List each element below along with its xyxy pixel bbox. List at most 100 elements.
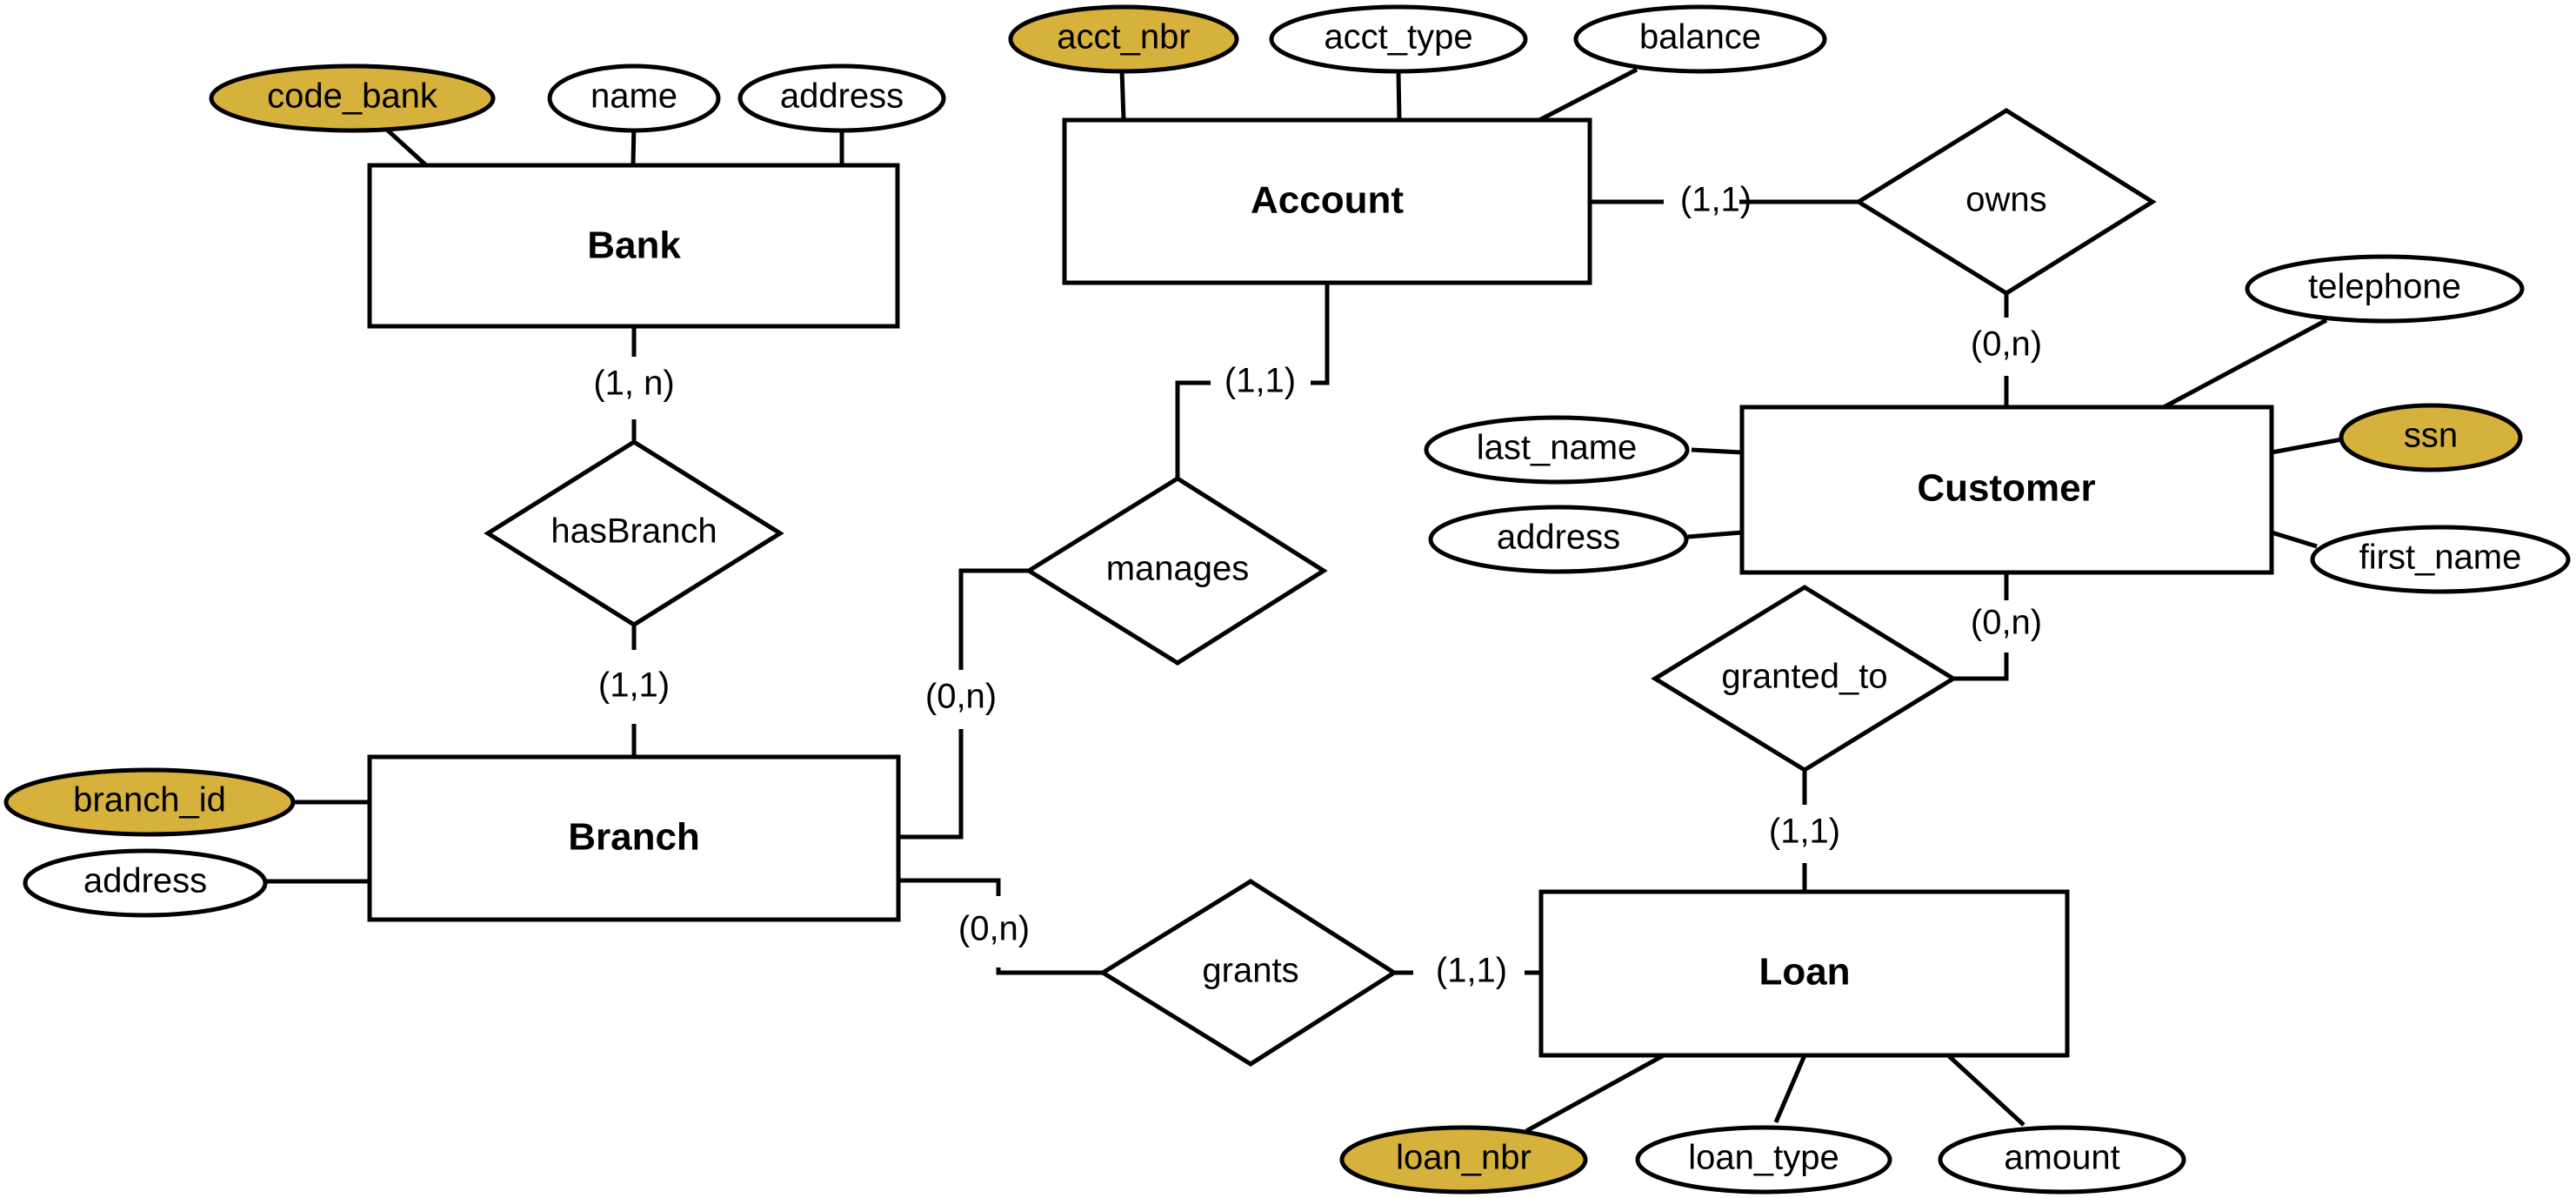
attribute-loan-type-shape[interactable] (1635, 1125, 1892, 1195)
attribute-ssn-label: ssn (2404, 417, 2458, 455)
attribute-loan-type[interactable]: loan_type (1635, 1125, 1892, 1195)
attribute-balance-label: balance (1639, 18, 1761, 57)
entity-customer[interactable]: Customer (1739, 405, 2274, 575)
entity-bank-box[interactable] (367, 163, 900, 329)
entity-account[interactable]: Account (1062, 117, 1592, 285)
attribute-last-name-label: last_name (1477, 429, 1638, 467)
relationship-granted-to-diamond[interactable] (1651, 585, 1958, 773)
attribute-balance-shape[interactable] (1573, 4, 1827, 74)
line-customer-ssn (2271, 437, 2343, 455)
entity-loan-box[interactable] (1538, 889, 2070, 1058)
attribute-bank-name-shape[interactable] (547, 64, 721, 133)
entity-loan-label: Loan (1758, 951, 1850, 994)
cardinality-loan-granted-to: (1,1) (1769, 813, 1840, 851)
attribute-telephone[interactable]: telephone (2245, 254, 2525, 324)
attribute-loan-nbr-label: loan_nbr (1396, 1139, 1532, 1177)
attribute-code-bank[interactable]: code_bank (209, 64, 496, 133)
cardinality-account-owns: (1,1) (1680, 181, 1752, 219)
relationship-hasbranch-diamond[interactable] (484, 439, 784, 627)
relationship-manages[interactable]: manages (1024, 476, 1328, 666)
attribute-amount[interactable]: amount (1938, 1125, 2186, 1195)
attribute-branch-address-label: address (83, 862, 207, 900)
cardinality-labels: (1, n) (1,1) (1,1) (0,n) (1,1) (0,n) (0,… (593, 181, 2042, 990)
attribute-bank-address-shape[interactable] (737, 64, 946, 133)
attribute-branch-address[interactable]: address (23, 848, 268, 918)
relationship-owns-label: owns (1965, 181, 2046, 219)
entity-loan[interactable]: Loan (1538, 889, 2070, 1058)
attribute-ssn[interactable]: ssn (2339, 403, 2523, 472)
attribute-loan-nbr[interactable]: loan_nbr (1339, 1125, 1588, 1195)
attribute-branch-id-label: branch_id (73, 781, 226, 820)
relationship-grants-diamond[interactable] (1098, 879, 1398, 1067)
relationship-owns[interactable]: owns (1854, 108, 2157, 296)
attribute-acct-nbr-label: acct_nbr (1057, 18, 1190, 57)
line-account-manages (1311, 283, 1330, 385)
cardinality-branch-grants: (0,n) (958, 910, 1030, 948)
cardinality-customer-granted-to: (0,n) (1971, 604, 2042, 642)
line-manages-left (958, 568, 1029, 670)
relationship-granted-to-label: granted_to (1721, 658, 1887, 696)
attribute-bank-address-label: address (780, 77, 904, 116)
attribute-bank-address[interactable]: address (737, 64, 946, 133)
line-loan-amount (1946, 1054, 2025, 1127)
entity-branch[interactable]: Branch (367, 754, 901, 922)
entity-bank-label: Bank (587, 224, 681, 267)
entity-bank[interactable]: Bank (367, 163, 900, 329)
attribute-loan-nbr-shape[interactable] (1339, 1125, 1588, 1195)
line-account-acct-type (1396, 71, 1402, 121)
attribute-last-name-shape[interactable] (1424, 415, 1690, 485)
attribute-first-name-shape[interactable] (2310, 525, 2571, 594)
relationship-grants[interactable]: grants (1098, 879, 1398, 1067)
relationship-grants-label: grants (1202, 952, 1298, 990)
entity-branch-box[interactable] (367, 754, 901, 922)
line-account-acct-nbr (1119, 69, 1126, 121)
cardinality-bank-hasbranch: (1, n) (593, 365, 674, 403)
attribute-balance[interactable]: balance (1573, 4, 1827, 74)
attribute-telephone-label: telephone (2308, 268, 2461, 306)
attribute-amount-shape[interactable] (1938, 1125, 2186, 1195)
attribute-branch-id[interactable]: branch_id (3, 767, 296, 837)
connector-lines (265, 67, 2343, 1134)
entity-customer-label: Customer (1917, 467, 2095, 510)
cardinality-loan-grants: (1,1) (1436, 952, 1507, 990)
entity-account-box[interactable] (1062, 117, 1592, 285)
attribute-acct-nbr[interactable]: acct_nbr (1008, 4, 1239, 74)
attribute-code-bank-shape[interactable] (209, 64, 496, 133)
attribute-acct-type-shape[interactable] (1269, 4, 1528, 74)
entity-branch-label: Branch (568, 816, 700, 859)
attribute-telephone-shape[interactable] (2245, 254, 2525, 324)
cardinality-account-manages: (1,1) (1225, 362, 1296, 400)
relationship-manages-diamond[interactable] (1024, 476, 1328, 666)
line-branch-manages (898, 729, 964, 840)
attribute-ssn-shape[interactable] (2339, 403, 2523, 472)
attribute-acct-type-label: acct_type (1324, 18, 1472, 57)
attribute-acct-type[interactable]: acct_type (1269, 4, 1528, 74)
relationship-granted-to[interactable]: granted_to (1651, 585, 1958, 773)
attribute-amount-label: amount (2004, 1139, 2119, 1177)
attribute-last-name[interactable]: last_name (1424, 415, 1690, 485)
attribute-code-bank-label: code_bank (267, 77, 438, 116)
entity-customer-box[interactable] (1739, 405, 2274, 575)
relationship-owns-diamond[interactable] (1854, 108, 2157, 296)
entity-account-label: Account (1251, 179, 1404, 222)
attribute-acct-nbr-shape[interactable] (1008, 4, 1239, 74)
line-customer-telephone (2162, 318, 2328, 410)
attribute-branch-id-shape[interactable] (3, 767, 296, 837)
attribute-branch-address-shape[interactable] (23, 848, 268, 918)
line-loan-loan-type (1773, 1054, 1807, 1123)
line-manages-card (1175, 380, 1211, 479)
line-granted-to-right (1953, 653, 2009, 681)
attribute-customer-address-label: address (1497, 519, 1620, 557)
line-loan-loan-nbr (1525, 1053, 1665, 1134)
cardinality-branch-manages: (0,n) (925, 678, 997, 716)
attribute-customer-address[interactable]: address (1428, 505, 1689, 574)
cardinality-customer-owns: (0,n) (1971, 325, 2042, 364)
relationship-manages-label: manages (1106, 550, 1250, 588)
relationship-hasbranch[interactable]: hasBranch (484, 439, 784, 627)
attribute-customer-address-shape[interactable] (1428, 505, 1689, 574)
attribute-first-name[interactable]: first_name (2310, 525, 2571, 594)
attribute-loan-type-label: loan_type (1688, 1139, 1839, 1177)
line-customer-first-name (2271, 530, 2318, 549)
attribute-bank-name[interactable]: name (547, 64, 721, 133)
